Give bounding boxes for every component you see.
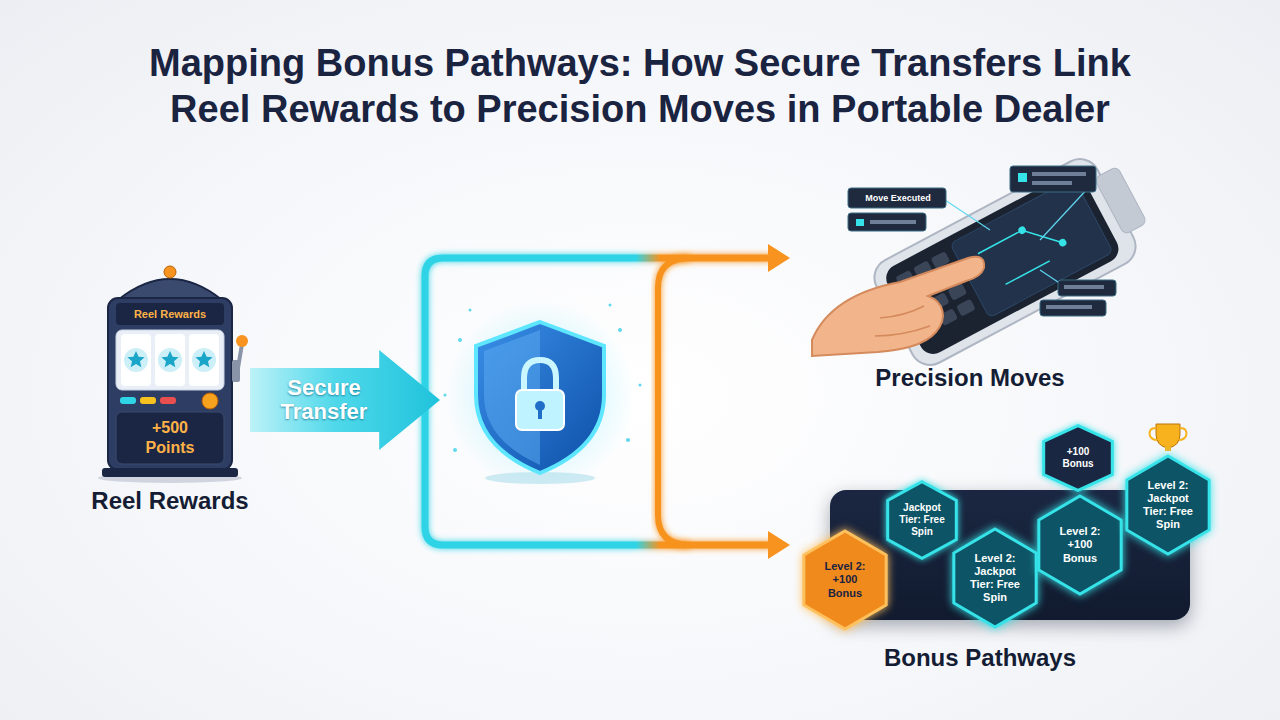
bonus-hexagon: +100 Bonus bbox=[1043, 425, 1113, 491]
node-heading: Bonus Pathways bbox=[884, 644, 1076, 672]
node-card: Reel Rewards bbox=[70, 265, 270, 515]
bonus-hexagon: Level 2: Jackpot Tier: Free Spin bbox=[1126, 455, 1210, 555]
hexagon-shape bbox=[804, 531, 886, 629]
hexagon-label: +100 Bonus bbox=[1053, 446, 1103, 470]
node-heading: Precision Moves bbox=[875, 364, 1064, 392]
hexagon-label: Level 2: Jackpot Tier: Free Spin bbox=[965, 552, 1025, 605]
arrow-head bbox=[768, 244, 790, 272]
hexagon-label: Level 2: +100 Bonus bbox=[815, 560, 875, 600]
hexagon-label: Jackpot Tier: Free Spin bbox=[897, 502, 947, 538]
illustration-label: Reel Rewards bbox=[116, 306, 224, 322]
bonus-hexagon: Level 2: +100 Bonus bbox=[1038, 495, 1122, 595]
transfer-arrow-label: Secure Transfer bbox=[250, 350, 440, 450]
portable-terminal bbox=[812, 143, 1159, 372]
arrow-head bbox=[768, 531, 790, 559]
hexagon-shape bbox=[1127, 456, 1209, 554]
hexagon-shape bbox=[888, 482, 957, 558]
bonus-hexagon: Level 2: Jackpot Tier: Free Spin bbox=[953, 528, 1037, 628]
trophy-icon bbox=[1150, 424, 1187, 451]
illustration-label: +500 Points bbox=[135, 418, 205, 458]
node-card: Precision Moves bbox=[790, 160, 1150, 392]
illustration-label: Move Executed bbox=[852, 191, 944, 205]
diagram-title: Mapping Bonus Pathways: How Secure Trans… bbox=[110, 40, 1170, 132]
edge-label: Secure Transfer bbox=[264, 376, 384, 424]
hexagon-label: Level 2: +100 Bonus bbox=[1050, 525, 1110, 565]
bonus-hexagon: Jackpot Tier: Free Spin bbox=[887, 481, 957, 559]
hexagon-shape bbox=[954, 529, 1036, 627]
slot-machine bbox=[98, 266, 248, 483]
hexagon-shape bbox=[1044, 426, 1113, 491]
security-shield bbox=[444, 300, 642, 490]
bonus-panel: Bonus Pathways Level 2: +100 Bonus Jackpot… bbox=[790, 415, 1220, 672]
hexagon-shape bbox=[1039, 496, 1121, 594]
hexagon-label: Level 2: Jackpot Tier: Free Spin bbox=[1138, 479, 1198, 532]
bonus-hexagon: Level 2: +100 Bonus bbox=[803, 530, 887, 630]
transfer-split bbox=[658, 258, 690, 545]
node-heading: Reel Rewards bbox=[91, 487, 248, 515]
